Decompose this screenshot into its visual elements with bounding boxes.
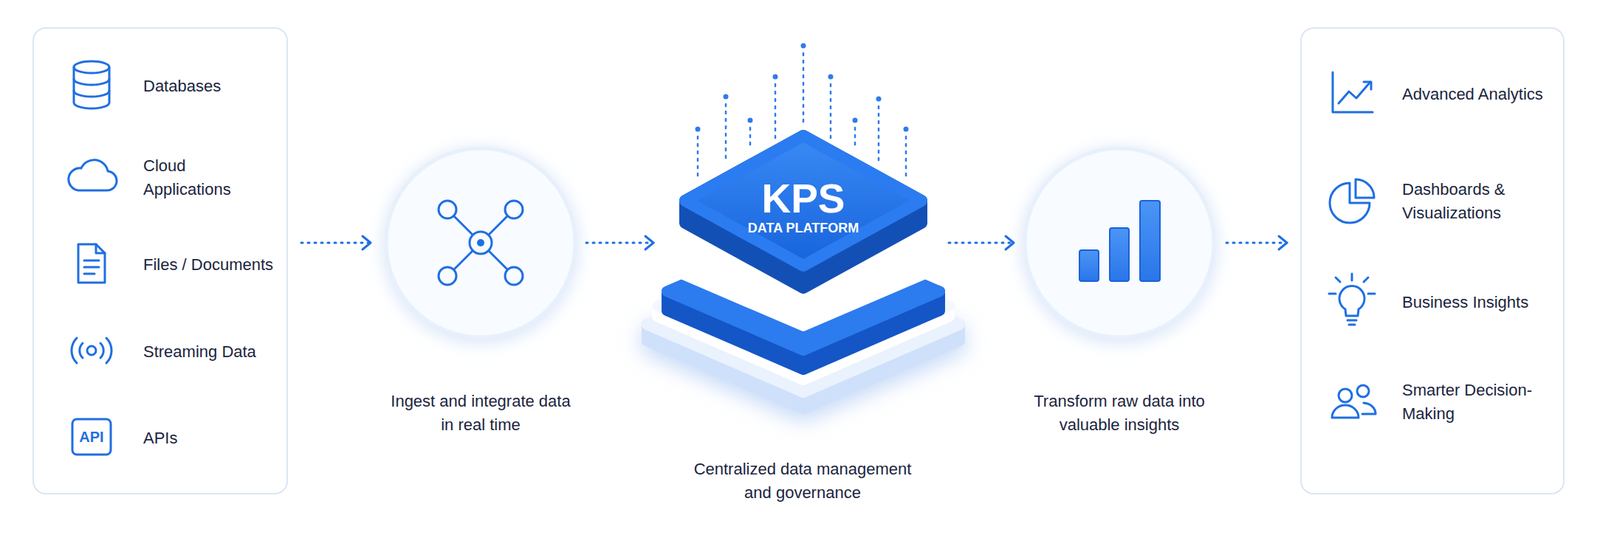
outcome-panel: Advanced AnalyticsDashboards & Visualiza…	[1300, 27, 1565, 495]
process-circle	[1024, 148, 1214, 338]
flow-arrow	[586, 236, 654, 250]
insight-circle: Transform raw data into valuable insight…	[1022, 146, 1217, 340]
bar-chart-icon	[1079, 200, 1160, 282]
network-dot	[476, 239, 485, 247]
node-text: Transform raw data into valuable insight…	[1023, 389, 1216, 438]
process-circle	[386, 148, 576, 338]
platform-stack: KPSDATA PLATFORMCentralized data managem…	[646, 138, 960, 409]
node-text: Streaming Data	[143, 340, 257, 365]
flow-arrow	[301, 236, 371, 250]
flow-arrow	[1226, 236, 1287, 250]
platform-stack	[646, 135, 960, 410]
network-icon	[438, 200, 523, 286]
node-text: Cloud Applications	[143, 154, 254, 202]
node-text: Business Insights	[1402, 290, 1529, 315]
flow-arrow	[948, 236, 1014, 250]
node-text: Advanced Analytics	[1402, 82, 1544, 107]
node-text: Databases	[143, 74, 221, 99]
icon-label: API	[72, 419, 111, 455]
outcome-icons	[1329, 72, 1376, 418]
node-text: KPS	[761, 176, 845, 222]
ingest-circle: Ingest and integrate data in real time	[383, 146, 578, 340]
node-text: Smarter Decision-Making	[1402, 378, 1536, 427]
data-streams	[697, 53, 906, 181]
node-text: APIs	[143, 426, 178, 451]
node-text: DATA PLATFORM	[747, 220, 859, 238]
source-icons	[68, 61, 117, 455]
data-stream-dots	[695, 43, 909, 133]
node-text: Files / Documents	[143, 253, 274, 277]
node-text: Dashboards & Visualizations	[1402, 177, 1513, 226]
source-panel: DatabasesCloud ApplicationsFiles / Docum…	[32, 27, 288, 495]
node-text: Centralized data management and governan…	[680, 457, 925, 506]
node-text: Ingest and integrate data in real time	[388, 389, 573, 438]
